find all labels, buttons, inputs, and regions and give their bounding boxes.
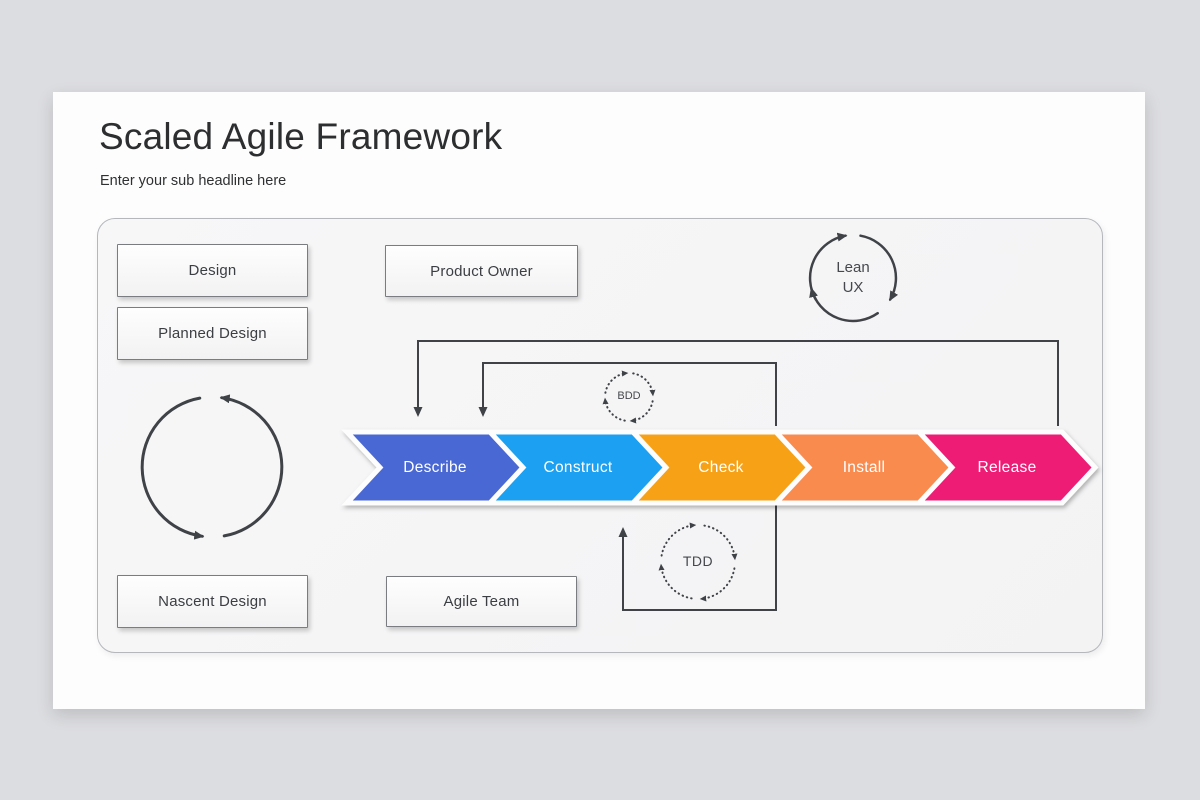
lean-ux-label: Lean UX: [836, 259, 870, 297]
nascent-design-box: Nascent Design: [117, 575, 308, 628]
planned-design-box-label: Planned Design: [158, 325, 267, 342]
chevron-describe-label: Describe: [403, 459, 467, 476]
page-title: Scaled Agile Framework: [99, 116, 503, 157]
chevron-check-label: Check: [698, 459, 744, 476]
feedback-loop-install-to-check: [618, 505, 777, 611]
planned-design-box: Planned Design: [117, 307, 308, 360]
chevron-construct-label: Construct: [543, 459, 613, 476]
tdd-label: TDD: [682, 553, 714, 569]
tdd-loop-icon: [658, 522, 738, 602]
connector-lines: [413, 340, 1059, 611]
product-owner-box: Product Owner: [385, 245, 578, 297]
lean-ux-loop-icon: [808, 232, 899, 323]
agile-team-box: Agile Team: [386, 576, 577, 627]
iteration-cycle-icon: [140, 394, 284, 540]
feedback-loop-check-to-construct: [478, 362, 777, 426]
nascent-design-box-label: Nascent Design: [158, 593, 267, 610]
design-box: Design: [117, 244, 308, 297]
product-owner-box-label: Product Owner: [430, 262, 533, 280]
slide: Scaled Agile Framework Enter your sub he…: [53, 92, 1145, 709]
feedback-loop-release-to-describe: [413, 340, 1059, 426]
chevron-install-label: Install: [842, 459, 886, 476]
process-chevron-band: [341, 429, 1099, 506]
design-box-label: Design: [188, 262, 237, 279]
agile-team-box-label: Agile Team: [443, 593, 520, 610]
diagram-graphics: [140, 232, 1099, 611]
chevron-release: [913, 429, 1099, 506]
chevron-release-label: Release: [977, 459, 1037, 476]
bdd-label: BDD: [617, 390, 641, 402]
page-subtitle: Enter your sub headline here: [100, 173, 287, 189]
